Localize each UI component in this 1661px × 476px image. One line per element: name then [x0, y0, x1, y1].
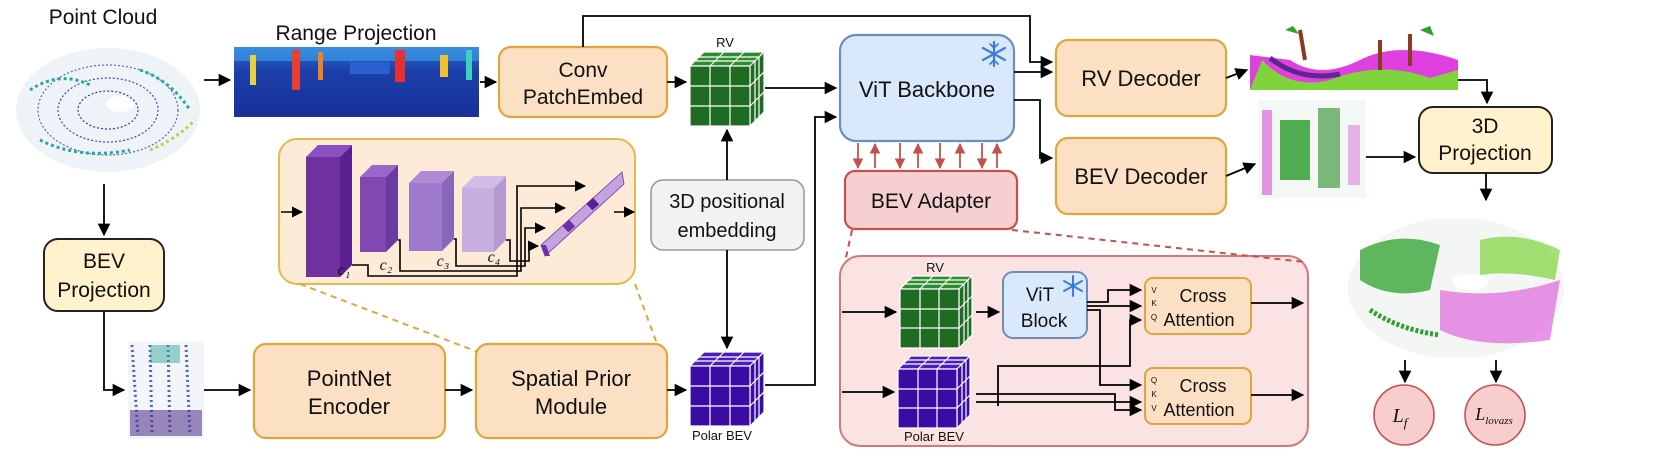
projection-3d-line1: 3D — [1472, 115, 1499, 138]
range-projection-title: Range Projection — [275, 22, 436, 45]
bev-adapter-box — [843, 169, 1019, 231]
qkv-top-q: Q — [1151, 313, 1157, 322]
qkv-top-k: K — [1151, 299, 1157, 308]
loss-lf-label: Lf — [1392, 405, 1410, 430]
spatial-prior-line1: Spatial Prior — [511, 366, 631, 391]
c4-label: c₄ — [488, 249, 501, 266]
qkv-bottom-v: V — [1151, 404, 1157, 413]
bev-projection-line1: BEV — [83, 250, 125, 273]
rv-feature-grid — [688, 50, 766, 128]
rv-inset-grid — [898, 274, 974, 350]
c1-label: c₁ — [338, 262, 351, 279]
vit-block-line2: Block — [1021, 311, 1068, 332]
loss-lovazs-circle — [1464, 384, 1526, 446]
vit-backbone-label: ViT Backbone — [859, 77, 995, 102]
bev-pointcloud-image — [128, 341, 204, 439]
loss-lovazs-label: Llovazs — [1474, 404, 1513, 427]
bev-adapter-label: BEV Adapter — [871, 190, 991, 213]
point-cloud-title: Point Cloud — [49, 6, 158, 29]
pointnet-encoder-box — [252, 342, 447, 440]
bev-segmentation-image — [1258, 100, 1366, 198]
spatial-prior-box — [474, 342, 669, 440]
spm-dash-right — [634, 283, 661, 353]
cross-attention-bottom-line2: Attention — [1163, 400, 1234, 420]
frozen-snowflake-icon — [981, 40, 1007, 68]
range-projection-image — [234, 47, 479, 117]
adapter-exchange-arrows — [852, 142, 1003, 170]
polar-bev-inset-grid — [896, 354, 972, 430]
conv-patchembed-line1: Conv — [558, 59, 608, 82]
polar-bev-feature-grid — [688, 350, 766, 428]
adapter-dash-left — [844, 229, 853, 263]
pointnet-encoder-line1: PointNet — [307, 366, 391, 391]
flow-arrows — [97, 15, 1503, 417]
rv-decoder-label: RV Decoder — [1081, 66, 1200, 91]
c2-label: c₂ — [380, 257, 393, 274]
cross-attention-bottom-box — [1144, 367, 1252, 425]
cross-attention-top-line1: Cross — [1179, 286, 1226, 306]
polar-bev-inset-label: Polar BEV — [904, 429, 964, 444]
vit-block-box — [1002, 271, 1088, 339]
rv-segmentation-image — [1250, 26, 1458, 90]
output-point-cloud-image — [1348, 218, 1564, 358]
conv-patchembed-line2: PatchEmbed — [523, 86, 643, 109]
cross-attention-bottom-line1: Cross — [1179, 376, 1226, 396]
pyramid-connectors — [352, 180, 587, 277]
feature-pyramid — [306, 145, 625, 277]
adapter-dash-right — [1011, 229, 1306, 263]
pos-embedding-line1: 3D positional — [669, 191, 785, 213]
qkv-top-v: V — [1151, 286, 1157, 295]
cross-attention-top-line2: Attention — [1163, 310, 1234, 330]
loss-lf-circle — [1373, 384, 1435, 446]
rv-inset-label: RV — [926, 260, 944, 275]
bev-decoder-label: BEV Decoder — [1074, 164, 1207, 189]
polar-bev-label: Polar BEV — [692, 428, 752, 443]
vit-backbone-box — [838, 33, 1016, 143]
spm-dash-left — [299, 283, 479, 353]
qkv-bottom-q: Q — [1151, 376, 1157, 385]
vit-block-line1: ViT — [1026, 285, 1055, 306]
qkv-bottom-k: K — [1151, 390, 1157, 399]
vit-block-snowflake-icon — [1063, 275, 1083, 297]
cross-attention-top-box — [1144, 277, 1252, 335]
point-cloud-image — [16, 48, 200, 172]
spatial-prior-line2: Module — [535, 394, 607, 419]
pointnet-encoder-line2: Encoder — [308, 394, 390, 419]
rv-grid-label: RV — [716, 35, 734, 50]
bev-projection-line2: Projection — [57, 279, 150, 302]
pos-embedding-line2: embedding — [678, 220, 777, 242]
c3-label: c₃ — [437, 253, 450, 270]
projection-3d-line2: Projection — [1438, 142, 1531, 165]
